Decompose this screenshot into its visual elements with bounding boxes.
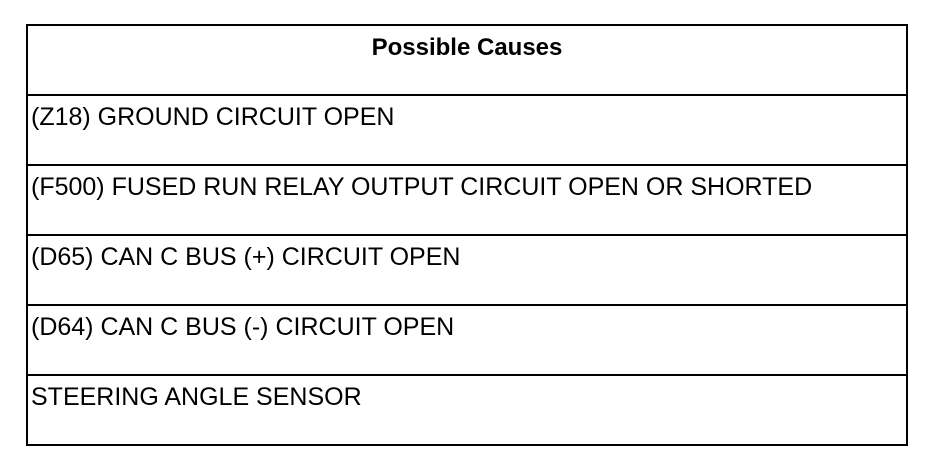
table-row: STEERING ANGLE SENSOR xyxy=(26,374,908,446)
cause-cell: (D65) CAN C BUS (+) CIRCUIT OPEN xyxy=(26,234,908,306)
cause-cell: (F500) FUSED RUN RELAY OUTPUT CIRCUIT OP… xyxy=(26,164,908,236)
cause-cell: STEERING ANGLE SENSOR xyxy=(26,374,908,446)
table-body: (Z18) GROUND CIRCUIT OPEN (F500) FUSED R… xyxy=(26,94,908,446)
table-row: (F500) FUSED RUN RELAY OUTPUT CIRCUIT OP… xyxy=(26,164,908,236)
table-head: Possible Causes xyxy=(26,24,908,96)
table-row: (Z18) GROUND CIRCUIT OPEN xyxy=(26,94,908,166)
cause-cell: (D64) CAN C BUS (-) CIRCUIT OPEN xyxy=(26,304,908,376)
cause-cell: (Z18) GROUND CIRCUIT OPEN xyxy=(26,94,908,166)
header-row: Possible Causes xyxy=(26,24,908,96)
possible-causes-table: Possible Causes (Z18) GROUND CIRCUIT OPE… xyxy=(26,24,908,446)
table-row: (D65) CAN C BUS (+) CIRCUIT OPEN xyxy=(26,234,908,306)
table-row: (D64) CAN C BUS (-) CIRCUIT OPEN xyxy=(26,304,908,376)
table-header-possible-causes: Possible Causes xyxy=(26,24,908,96)
